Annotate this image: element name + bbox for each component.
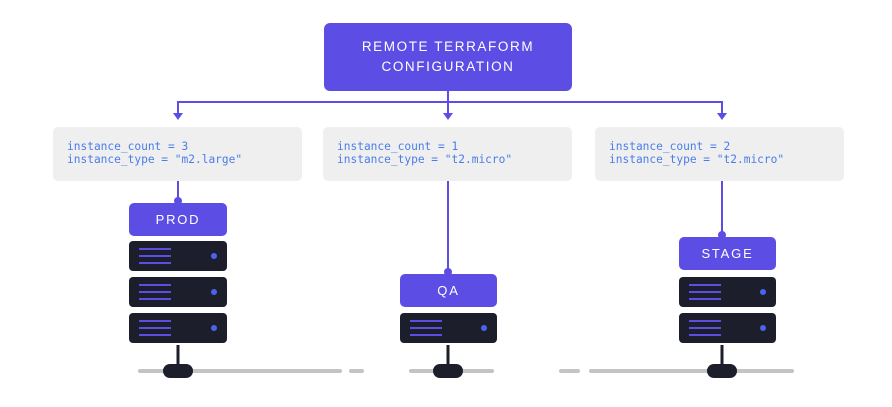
config-stage-line2: instance_type = "t2.micro" xyxy=(609,153,785,166)
server-led-icon xyxy=(211,325,217,331)
server-stage-2 xyxy=(679,313,776,343)
top-box-line1: REMOTE TERRAFORM xyxy=(361,39,535,54)
config-stage-line1: instance_count = 2 xyxy=(609,140,731,153)
remote-terraform-configuration-box: REMOTE TERRAFORM CONFIGURATION xyxy=(324,23,572,91)
arrow-prod xyxy=(173,113,183,120)
server-led-icon xyxy=(211,289,217,295)
env-label-prod: PROD xyxy=(129,203,227,236)
server-prod-1 xyxy=(129,241,227,271)
env-label-qa: QA xyxy=(400,274,497,307)
server-led-icon xyxy=(760,289,766,295)
arrow-qa xyxy=(443,113,453,120)
arrow-stage xyxy=(717,113,727,120)
env-label-stage: STAGE xyxy=(679,237,776,270)
server-stage-1 xyxy=(679,277,776,307)
server-led-icon xyxy=(481,325,487,331)
config-prod-line1: instance_count = 3 xyxy=(67,140,189,153)
server-qa-1 xyxy=(400,313,497,343)
server-led-icon xyxy=(760,325,766,331)
server-prod-3 xyxy=(129,313,227,343)
server-prod-2 xyxy=(129,277,227,307)
config-qa-line2: instance_type = "t2.micro" xyxy=(337,153,513,166)
server-led-icon xyxy=(211,253,217,259)
config-qa-line1: instance_count = 1 xyxy=(337,140,459,153)
config-prod-line2: instance_type = "m2.large" xyxy=(67,153,243,166)
top-box-line2: CONFIGURATION xyxy=(381,59,515,74)
